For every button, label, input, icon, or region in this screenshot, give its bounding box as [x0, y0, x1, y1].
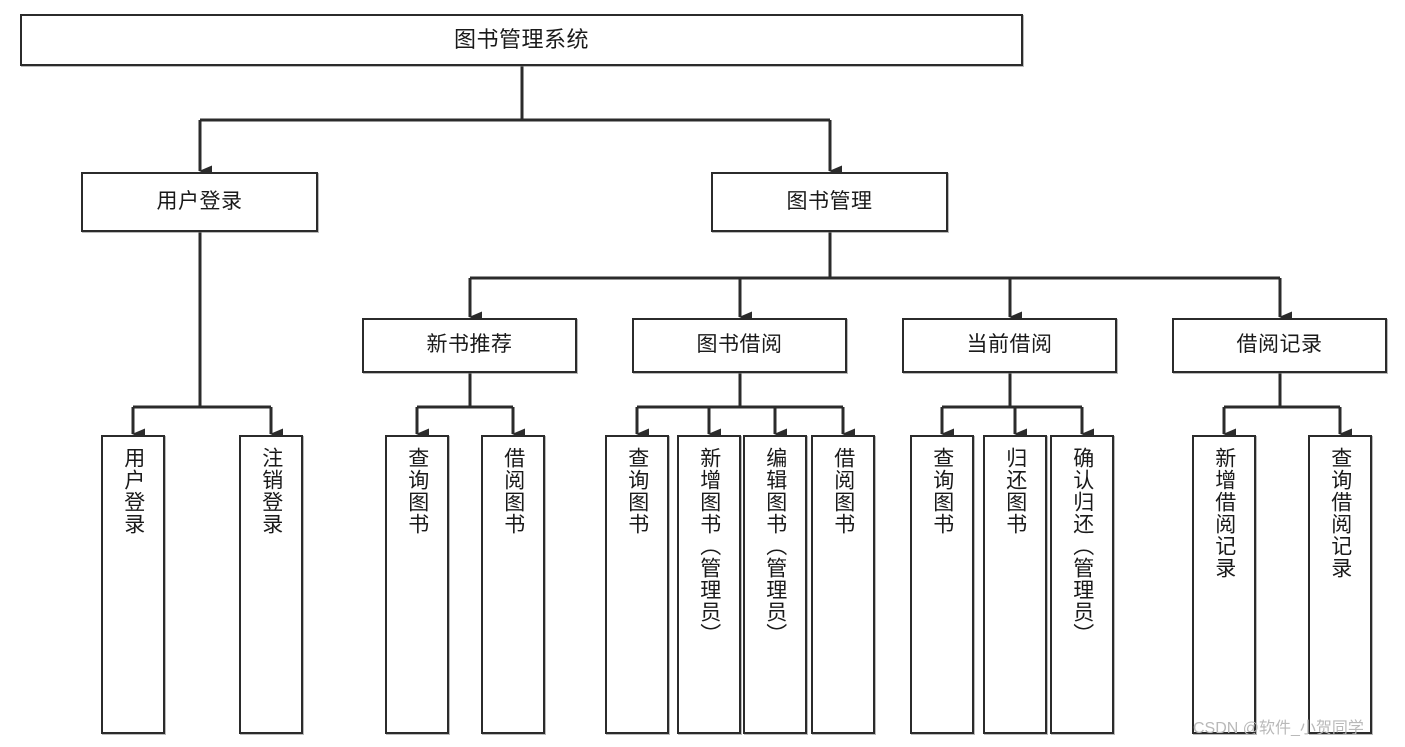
node-label-book-manage: 图书管理 [786, 189, 873, 213]
node-label-root: 图书管理系统 [453, 27, 589, 53]
node-borrow-record[interactable]: 借阅记录 [1172, 318, 1387, 373]
watermark-text: CSDN @软件_小贺同学 [1193, 720, 1364, 737]
node-user-login[interactable]: 用户登录 [81, 172, 318, 232]
node-label-leaf-borrow-book-1: 借阅图书 [501, 447, 525, 535]
node-label-leaf-query-record: 查询借阅记录 [1328, 447, 1352, 579]
node-root[interactable]: 图书管理系统 [20, 14, 1023, 66]
node-label-leaf-borrow-book-2: 借阅图书 [831, 447, 855, 535]
node-leaf-query-book-3[interactable]: 查询图书 [910, 435, 974, 734]
node-label-leaf-query-book-2: 查询图书 [625, 447, 649, 535]
node-leaf-edit-book[interactable]: 编辑图书（管理员） [743, 435, 807, 734]
node-label-leaf-user-login: 用户登录 [121, 447, 145, 535]
node-leaf-query-record[interactable]: 查询借阅记录 [1308, 435, 1372, 734]
node-leaf-add-record[interactable]: 新增借阅记录 [1192, 435, 1256, 734]
node-leaf-query-book-2[interactable]: 查询图书 [605, 435, 669, 734]
node-label-leaf-return-book: 归还图书 [1003, 447, 1027, 535]
node-leaf-query-book-1[interactable]: 查询图书 [385, 435, 449, 734]
node-leaf-logout[interactable]: 注销登录 [239, 435, 303, 734]
node-label-borrow-record: 借阅记录 [1236, 333, 1323, 357]
node-label-leaf-add-book: 新增图书（管理员） [697, 447, 721, 645]
node-leaf-borrow-book-2[interactable]: 借阅图书 [811, 435, 875, 734]
node-label-user-login: 用户登录 [156, 189, 243, 213]
node-label-book-borrow: 图书借阅 [696, 333, 783, 357]
node-leaf-confirm-ret[interactable]: 确认归还（管理员） [1050, 435, 1114, 734]
node-current-borrow[interactable]: 当前借阅 [902, 318, 1117, 373]
node-label-leaf-confirm-ret: 确认归还（管理员） [1070, 447, 1094, 645]
node-book-manage[interactable]: 图书管理 [711, 172, 948, 232]
node-new-book-rec[interactable]: 新书推荐 [362, 318, 577, 373]
node-label-leaf-query-book-1: 查询图书 [405, 447, 429, 535]
node-leaf-borrow-book-1[interactable]: 借阅图书 [481, 435, 545, 734]
node-label-leaf-add-record: 新增借阅记录 [1212, 447, 1236, 579]
edges-group [131, 66, 1352, 440]
node-book-borrow[interactable]: 图书借阅 [632, 318, 847, 373]
node-label-leaf-query-book-3: 查询图书 [930, 447, 954, 535]
node-label-leaf-logout: 注销登录 [259, 447, 283, 535]
node-label-current-borrow: 当前借阅 [966, 333, 1053, 357]
node-leaf-user-login[interactable]: 用户登录 [101, 435, 165, 734]
node-leaf-return-book[interactable]: 归还图书 [983, 435, 1047, 734]
node-label-new-book-rec: 新书推荐 [426, 333, 513, 357]
node-label-leaf-edit-book: 编辑图书（管理员） [763, 447, 787, 645]
node-leaf-add-book[interactable]: 新增图书（管理员） [677, 435, 741, 734]
